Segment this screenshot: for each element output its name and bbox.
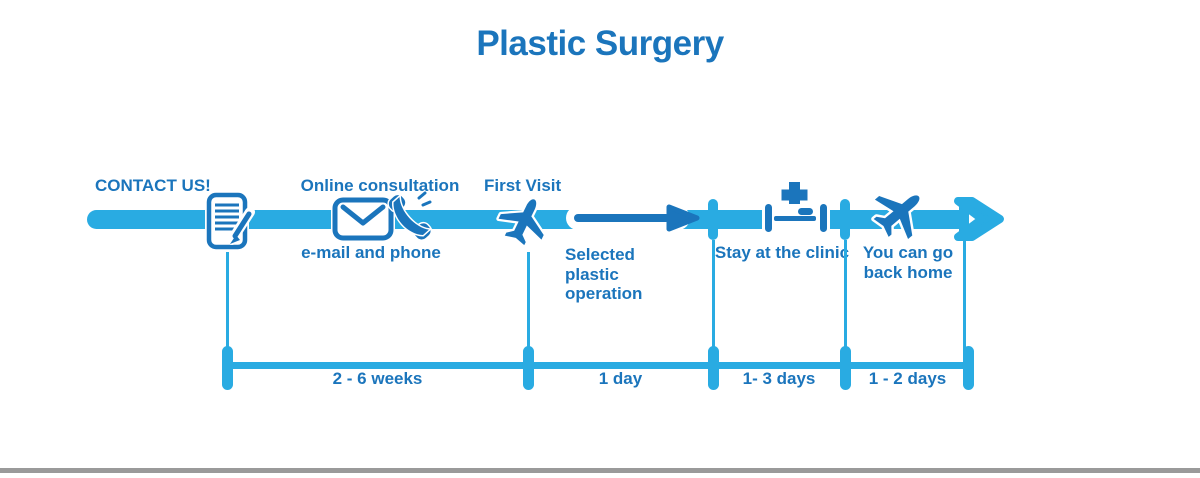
arrow-right-icon [948, 195, 1012, 243]
airplane-icon [861, 175, 937, 251]
step-sublabel-clinic: Stay at the clinic [714, 243, 850, 262]
step-sublabel-operation: Selected plastic operation [565, 245, 643, 304]
envelope-icon [331, 196, 395, 242]
step-sublabel-home: You can go back home [862, 243, 954, 282]
duration-label: 1 - 2 days [868, 369, 947, 388]
duration-scale-line [227, 362, 970, 369]
phone-icon [386, 191, 433, 245]
duration-label: 1 day [598, 369, 643, 388]
step-label-consultation: Online consultation [300, 176, 460, 195]
connector-line [226, 252, 229, 352]
step-label-first-visit: First Visit [484, 176, 562, 195]
duration-scale-tick [963, 346, 974, 390]
duration-label: 1- 3 days [742, 369, 816, 388]
duration-scale-tick [840, 346, 851, 390]
connector-line [712, 240, 715, 352]
duration-label: 2 - 6 weeks [332, 369, 423, 388]
duration-scale-tick [708, 346, 719, 390]
timeline-tick [708, 199, 718, 240]
duration-scale-tick [222, 346, 233, 390]
hospital-bed-cross-icon [760, 180, 832, 242]
footer-divider [0, 468, 1200, 473]
connector-line [844, 240, 847, 352]
timeline-tick [840, 199, 850, 240]
timeline-tick [959, 199, 969, 240]
connector-line [963, 240, 966, 352]
progress-arrow-icon [566, 203, 712, 233]
duration-scale-tick [523, 346, 534, 390]
step-sublabel-consultation: e-mail and phone [301, 243, 441, 262]
page-title: Plastic Surgery [476, 24, 724, 63]
document-pen-icon [201, 191, 255, 253]
airplane-icon [489, 184, 559, 258]
connector-line [527, 252, 530, 352]
step-label-contact: CONTACT US! [95, 176, 211, 195]
